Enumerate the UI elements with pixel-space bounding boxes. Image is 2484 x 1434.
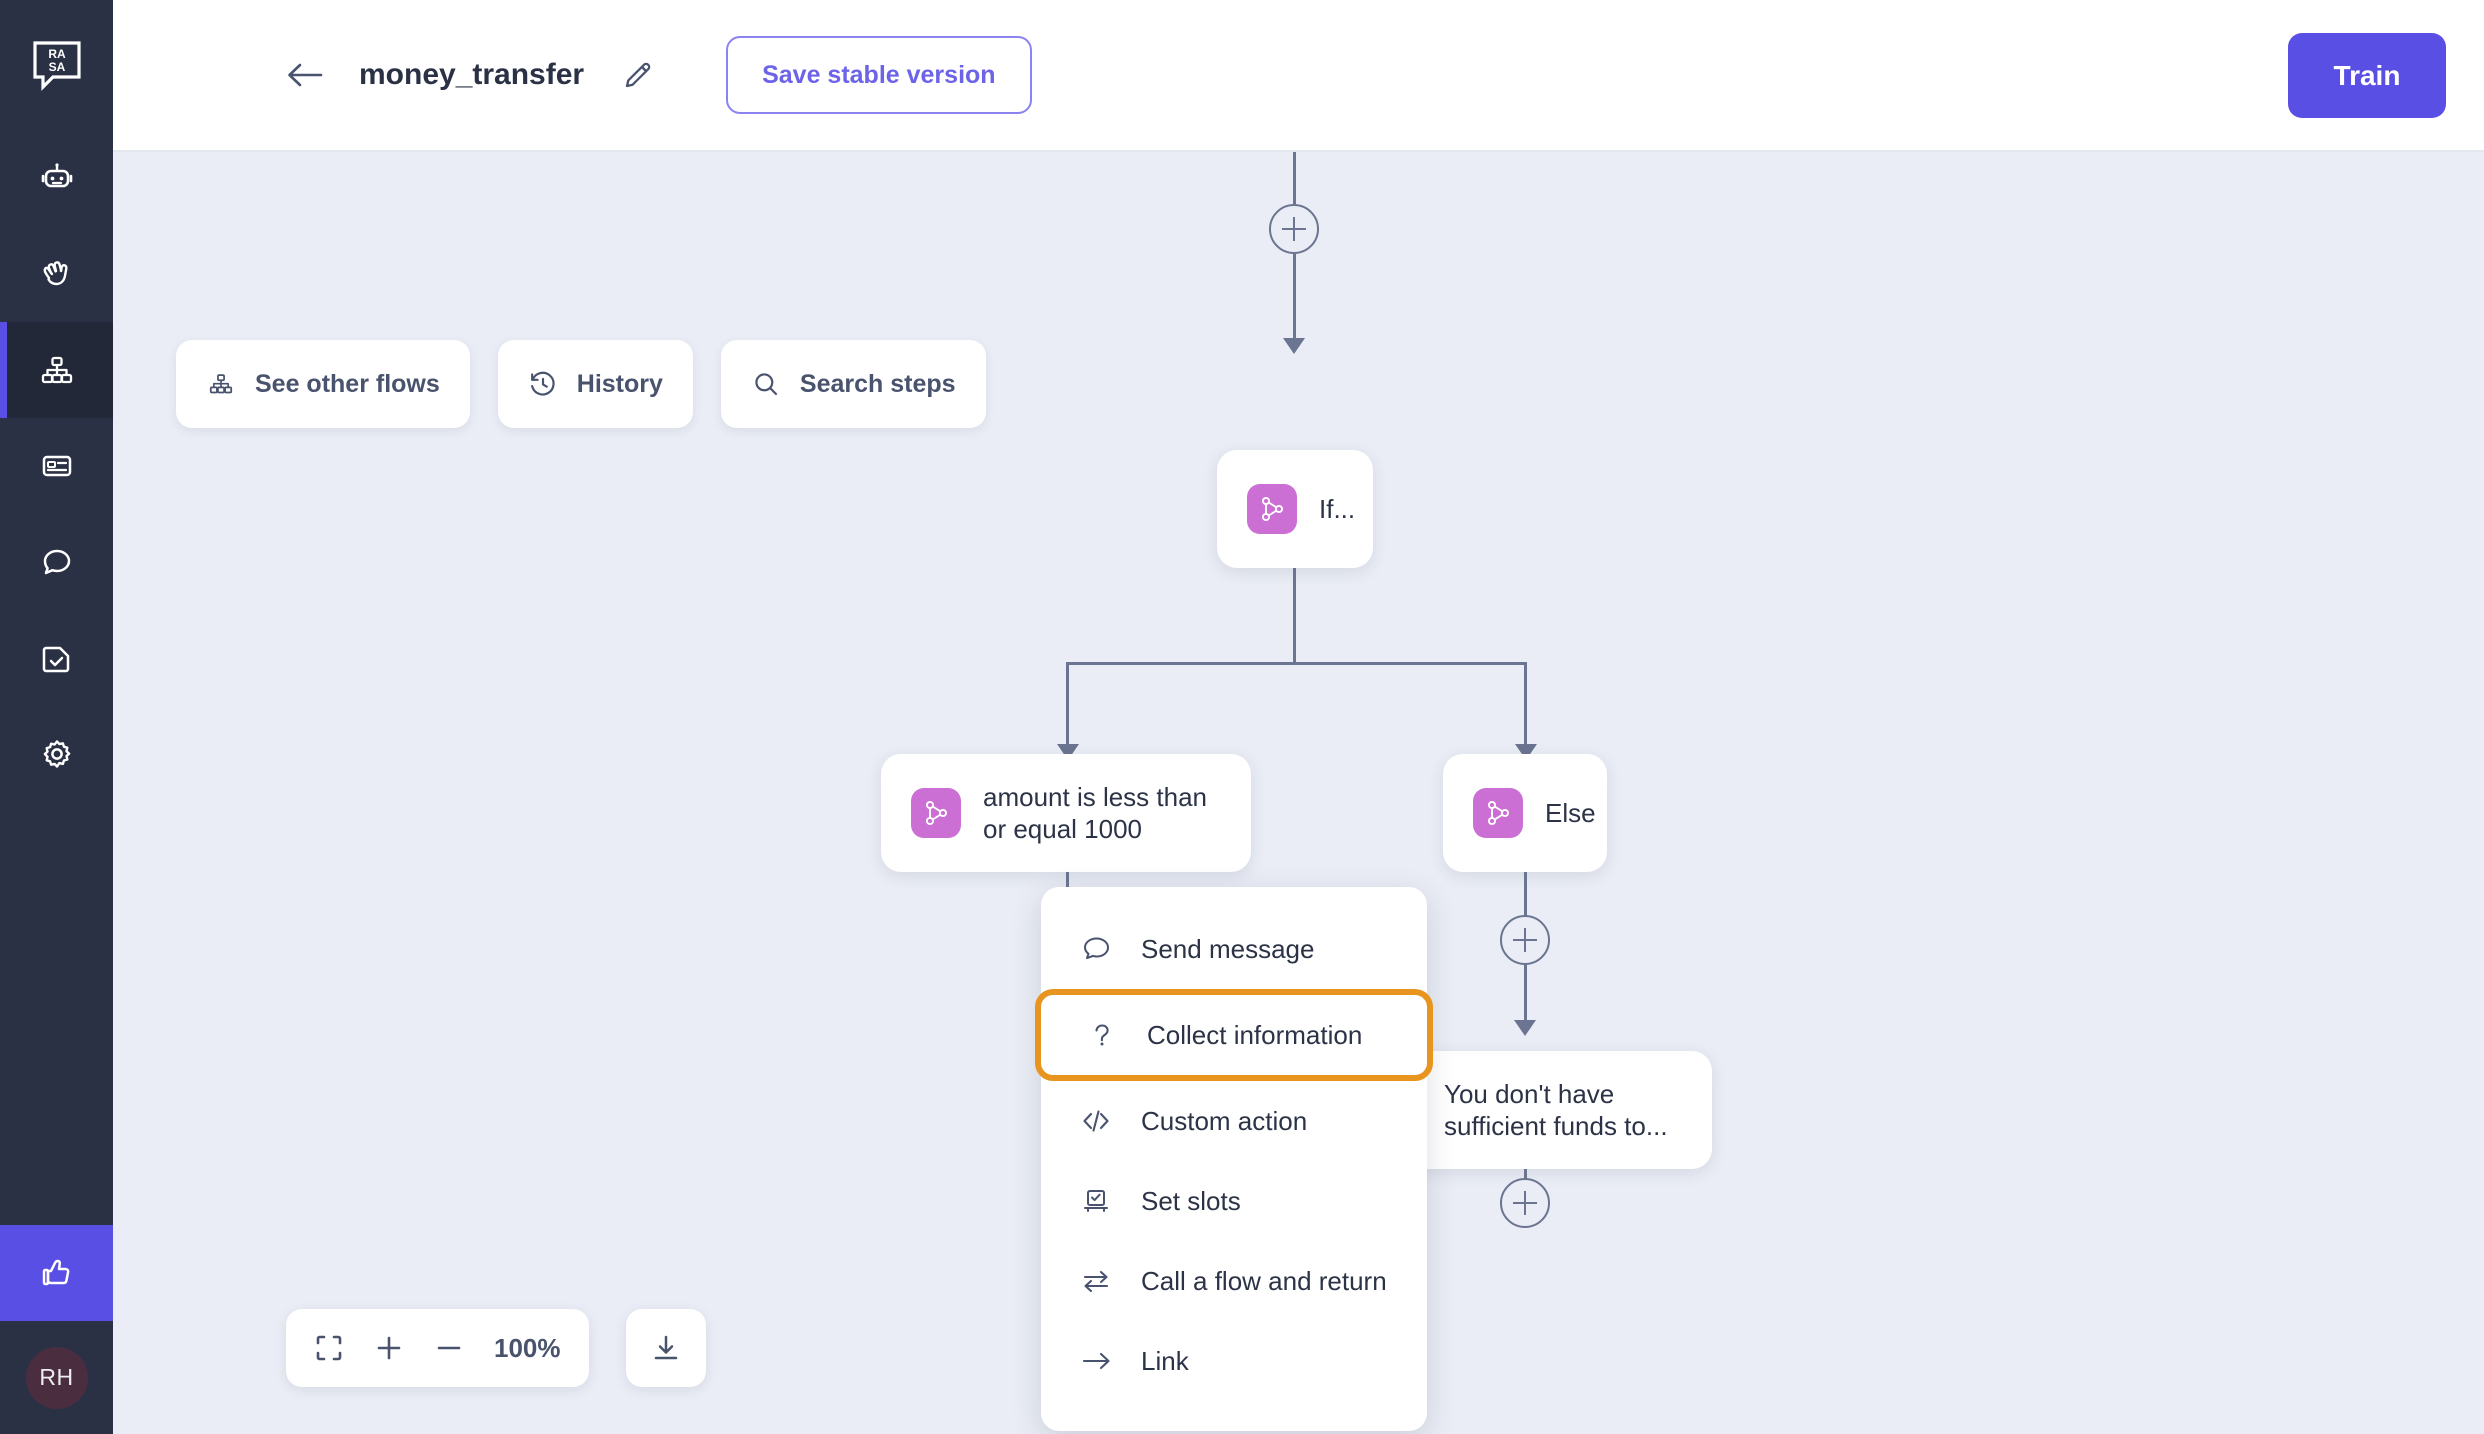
plus-icon [377, 1336, 401, 1360]
node-label: Else [1545, 797, 1596, 828]
document-check-icon [42, 646, 69, 673]
download-icon [654, 1335, 678, 1360]
edge-split-left [1066, 662, 1069, 750]
edge-split-right [1524, 662, 1527, 750]
flow-tree-icon [209, 374, 233, 394]
branch-icon-wrap [911, 788, 961, 838]
edge-plus-to-message [1524, 965, 1527, 1028]
arrow-right-icon [1079, 1345, 1113, 1377]
node-condition-else[interactable]: Else [1443, 754, 1607, 872]
menu-item-label: Link [1141, 1345, 1189, 1376]
card-icon [42, 455, 71, 477]
arrowhead-to-if [1283, 338, 1305, 354]
hand-wave-icon [43, 261, 68, 286]
robot-icon [41, 163, 72, 188]
sidebar-item-conversations[interactable] [0, 514, 113, 610]
sidebar-item-tests[interactable] [0, 610, 113, 706]
canvas-toolbar: See other flows History Search step [176, 340, 986, 428]
menu-item-send-message[interactable]: Send message [1041, 909, 1427, 989]
menu-item-call-a-flow-and-return[interactable]: Call a flow and return [1041, 1241, 1427, 1321]
menu-item-label: Send message [1141, 933, 1315, 964]
svg-text:RA: RA [48, 47, 66, 61]
menu-item-collect-information[interactable]: Collect information [1035, 989, 1433, 1081]
chat-bubble-icon [1079, 933, 1113, 965]
flow-tree-icon [41, 356, 72, 384]
fit-screen-button[interactable] [314, 1333, 344, 1363]
tool-label: History [576, 369, 663, 398]
edge-plus-to-if [1293, 254, 1296, 342]
zoom-out-button[interactable] [434, 1333, 464, 1363]
sidebar-item-settings[interactable] [0, 706, 113, 802]
menu-item-label: Set slots [1141, 1185, 1241, 1216]
edge-if-down [1293, 568, 1296, 663]
rasa-logo-icon: RA SA [32, 41, 81, 91]
gear-icon [43, 740, 70, 768]
node-if[interactable]: If... [1217, 450, 1373, 568]
pencil-icon [625, 62, 651, 88]
tool-label: See other flows [255, 369, 440, 398]
see-other-flows-button[interactable]: See other flows [176, 340, 470, 428]
sidebar-item-responses[interactable] [0, 418, 113, 514]
avatar: RH [25, 1346, 88, 1409]
download-button[interactable] [626, 1309, 706, 1387]
edit-flow-name-button[interactable] [612, 49, 664, 101]
page-title: money_transfer [359, 58, 585, 91]
edge-top-stub [1293, 152, 1296, 204]
train-button[interactable]: Train [2288, 33, 2446, 118]
menu-item-set-slots[interactable]: Set slots [1041, 1161, 1427, 1241]
topbar: money_transfer Save stable version Train [113, 0, 2484, 152]
slot-checkbox-icon [1079, 1185, 1113, 1217]
history-button[interactable]: History [497, 340, 693, 428]
branch-icon-wrap [1247, 484, 1297, 534]
main-area: money_transfer Save stable version Train [113, 0, 2484, 1434]
node-label: If... [1319, 493, 1356, 524]
branch-icon [1261, 496, 1284, 522]
menu-item-label: Call a flow and return [1141, 1265, 1387, 1296]
save-stable-version-button[interactable]: Save stable version [726, 36, 1032, 114]
menu-item-label: Collect information [1147, 1019, 1363, 1050]
node-label: amount is less than or equal 1000 [983, 781, 1208, 845]
sidebar-item-training[interactable] [0, 226, 113, 322]
zoom-controls: 100% [286, 1309, 589, 1387]
swap-arrows-icon [1079, 1265, 1113, 1297]
arrow-left-icon [288, 63, 323, 87]
node-label: You don't have sufficient funds to... [1444, 1078, 1668, 1142]
minus-icon [437, 1346, 461, 1350]
sidebar-item-flows[interactable] [0, 322, 113, 418]
arrowhead-to-message [1514, 1020, 1536, 1036]
menu-item-label: Custom action [1141, 1105, 1308, 1136]
user-avatar-wrap[interactable]: RH [0, 1321, 113, 1434]
tool-label: Search steps [799, 369, 956, 398]
svg-text:SA: SA [48, 60, 65, 74]
node-condition-true[interactable]: amount is less than or equal 1000 [881, 754, 1251, 872]
sidebar-nav [0, 130, 113, 802]
edge-else-to-plus [1524, 872, 1527, 945]
add-step-context-menu: Send message Collect information [1035, 887, 1433, 1431]
rasa-logo[interactable]: RA SA [0, 0, 113, 130]
back-button[interactable] [273, 43, 337, 107]
sidebar-item-assistant[interactable] [0, 130, 113, 226]
fit-screen-icon [316, 1335, 342, 1361]
chat-bubble-icon [43, 549, 70, 575]
menu-item-link[interactable]: Link [1041, 1321, 1427, 1401]
add-step-button-bottom[interactable] [1500, 1178, 1550, 1228]
search-icon [755, 373, 777, 396]
thumbs-up-icon [42, 1259, 69, 1286]
add-step-button-else[interactable] [1500, 915, 1550, 965]
code-brackets-icon [1079, 1105, 1113, 1137]
edge-split-horizontal [1066, 662, 1526, 665]
feedback-button[interactable] [0, 1225, 113, 1321]
branch-icon [925, 800, 948, 826]
add-step-button-top[interactable] [1269, 204, 1319, 254]
menu-item-custom-action[interactable]: Custom action [1041, 1081, 1427, 1161]
zoom-level-label: 100% [494, 1332, 561, 1363]
zoom-in-button[interactable] [374, 1333, 404, 1363]
search-steps-button[interactable]: Search steps [720, 340, 986, 428]
question-mark-icon [1085, 1019, 1119, 1051]
flow-canvas[interactable]: See other flows History Search step [113, 152, 2484, 1434]
branch-icon [1487, 800, 1510, 826]
clock-rewind-icon [530, 371, 555, 396]
sidebar: RA SA [0, 0, 113, 1434]
branch-icon-wrap [1473, 788, 1523, 838]
